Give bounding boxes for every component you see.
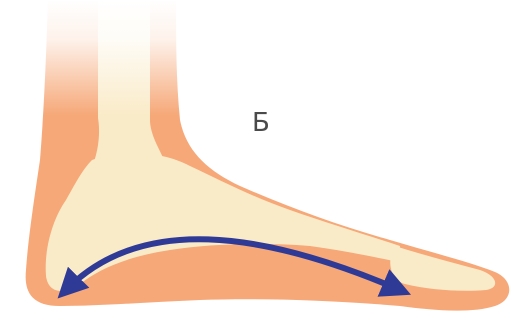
panel-label: Б [252,110,270,136]
